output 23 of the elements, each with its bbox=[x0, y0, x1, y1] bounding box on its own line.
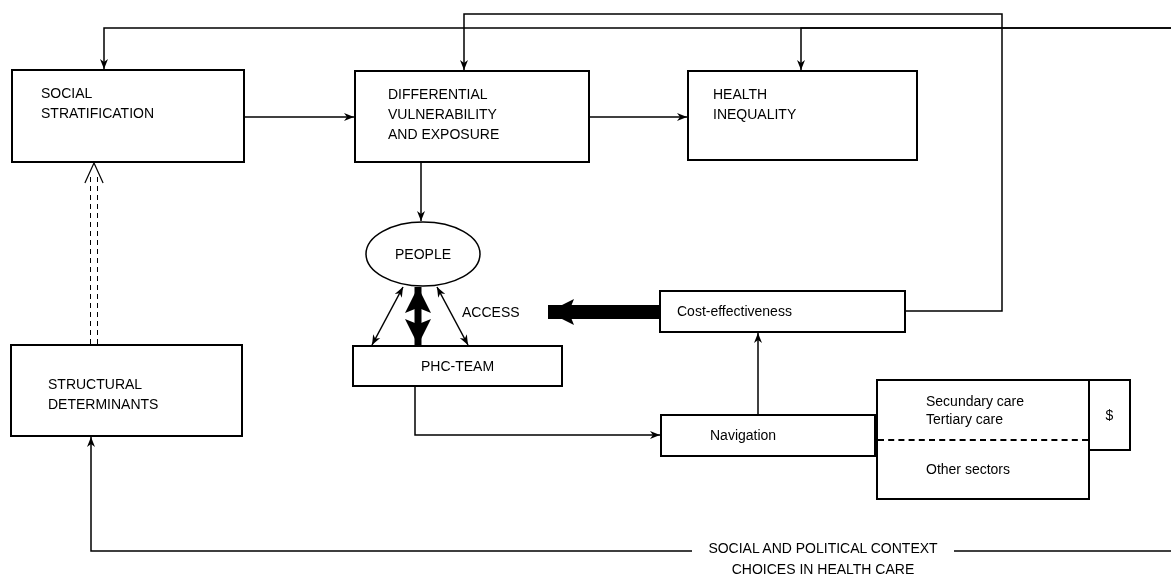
process-box bbox=[1088, 379, 1131, 451]
process-box bbox=[354, 70, 590, 163]
node-label: ACCESS bbox=[462, 303, 520, 320]
process-box bbox=[10, 344, 243, 437]
node-label: Cost-effectiveness bbox=[677, 303, 792, 319]
node-label: STRUCTURAL DETERMINANTS bbox=[48, 375, 160, 414]
process-box bbox=[659, 290, 906, 333]
process-box bbox=[11, 69, 245, 163]
node-label: DIFFERENTIAL VULNERABILITY AND EXPOSURE bbox=[388, 85, 501, 144]
process-box bbox=[352, 345, 563, 387]
process-box bbox=[687, 70, 918, 161]
ellipse-node bbox=[365, 221, 481, 287]
node-label: HEALTH INEQUALITY bbox=[713, 85, 798, 124]
care-level-text: Secundary care Tertiary care bbox=[926, 391, 1026, 428]
node-label: $ bbox=[1105, 406, 1114, 423]
sector-text: Other sectors bbox=[926, 459, 1011, 479]
node-label: PEOPLE bbox=[395, 245, 451, 262]
node-label: SOCIAL AND POLITICAL CONTEXT CHOICES IN HEALTH CARE bbox=[708, 540, 938, 577]
node-label: Navigation bbox=[710, 427, 777, 443]
node-label: SOCIAL STRATIFICATION bbox=[41, 84, 151, 123]
node-label: PHC-TEAM bbox=[420, 357, 495, 374]
process-box bbox=[876, 379, 1090, 500]
process-box bbox=[660, 414, 876, 457]
